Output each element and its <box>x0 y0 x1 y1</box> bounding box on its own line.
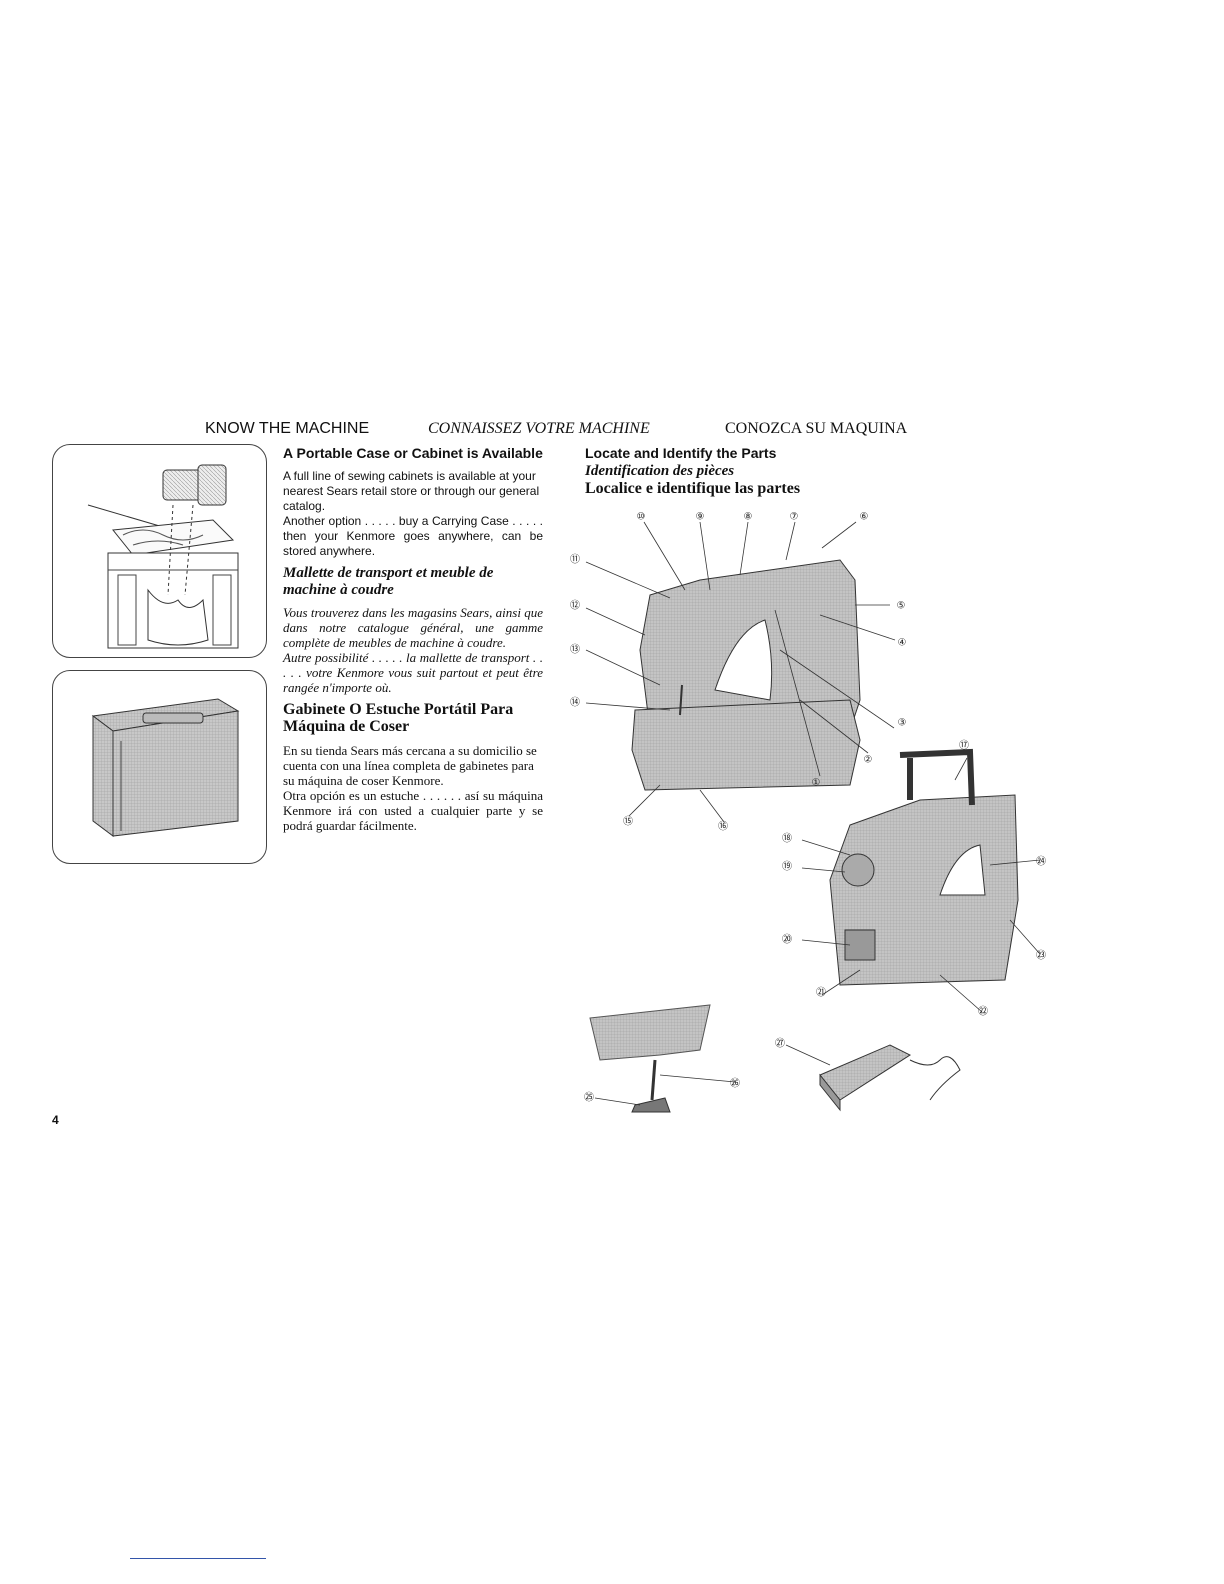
callout-26: ㉖ <box>730 1078 740 1090</box>
case-spanish-title: Gabinete O Estuche Portátil Para Máquina… <box>283 701 514 735</box>
callout-9: ⑨ <box>696 512 705 523</box>
part-callouts: ① ② ③ ④ ⑤ ⑥ ⑦ ⑧ ⑨ ⑩ ⑪ ⑫ ⑬ ⑭ ⑮ ⑯ ⑰ ⑱ ⑲ ⑳ … <box>570 512 1046 1104</box>
header-english: KNOW THE MACHINE <box>205 420 370 437</box>
callout-leader-lines <box>585 521 1041 1106</box>
callout-15: ⑮ <box>623 816 633 828</box>
callout-23: ㉓ <box>1036 950 1046 962</box>
callout-13: ⑬ <box>570 644 580 656</box>
header-french: CONNAISSEZ VOTRE MACHINE <box>428 420 650 437</box>
case-english-body-2: Another option . . . . . buy a Carrying … <box>283 514 543 558</box>
page-number: 4 <box>52 1113 59 1127</box>
callout-12: ⑫ <box>570 600 580 612</box>
callout-6: ⑥ <box>860 512 869 523</box>
callout-4: ④ <box>898 638 907 649</box>
callout-16: ⑯ <box>718 821 728 833</box>
carrying-case-illustration <box>91 698 240 837</box>
header-spanish: CONOZCA SU MAQUINA <box>725 420 908 437</box>
case-section: A Portable Case or Cabinet is Available … <box>283 445 543 834</box>
callout-2: ② <box>864 755 873 766</box>
case-french-body-1: Vous trouverez dans les magasins Sears, … <box>283 605 543 650</box>
callout-10: ⑩ <box>637 512 646 523</box>
callout-19: ⑲ <box>782 861 792 873</box>
callout-5: ⑤ <box>897 601 906 612</box>
foot-control-illustration <box>819 1044 961 1112</box>
callout-14: ⑭ <box>570 697 580 709</box>
parts-french-title: Identification des pièces <box>585 463 735 479</box>
callout-20: ⑳ <box>782 934 792 946</box>
callout-11: ⑪ <box>570 554 580 566</box>
case-french-title: Mallette de transport et meuble de machi… <box>283 565 494 598</box>
callout-25: ㉕ <box>584 1092 594 1104</box>
callout-18: ⑱ <box>782 833 792 845</box>
parts-english-title: Locate and Identify the Parts <box>585 445 777 461</box>
presser-foot-illustration <box>589 1004 711 1113</box>
bottom-rule <box>130 1558 266 1559</box>
sewing-cabinet-illustration <box>87 464 239 649</box>
callout-22: ㉒ <box>978 1006 988 1018</box>
callout-8: ⑧ <box>744 512 753 523</box>
callout-24: ㉔ <box>1036 856 1046 868</box>
parts-diagram: ① ② ③ ④ ⑤ ⑥ ⑦ ⑧ ⑨ ⑩ ⑪ ⑫ ⑬ ⑭ ⑮ ⑯ ⑰ ⑱ ⑲ ⑳ … <box>570 512 1046 1113</box>
case-english-title: A Portable Case or Cabinet is Available <box>283 445 543 461</box>
callout-3: ③ <box>898 718 907 729</box>
parts-spanish-title: Localice e identifique las partes <box>585 480 801 497</box>
callout-17: ⑰ <box>959 740 969 752</box>
machine-back-view <box>829 748 1019 986</box>
callout-1: ① <box>812 778 821 789</box>
cabinet-illustration-panel <box>52 444 267 658</box>
case-english-body-1: A full line of sewing cabinets is availa… <box>283 469 540 513</box>
case-spanish-body-1: En su tienda Sears más cercana a su domi… <box>283 743 537 788</box>
callout-27: ㉗ <box>775 1038 785 1050</box>
carrying-case-illustration-panel <box>52 670 267 864</box>
case-spanish-body-2: Otra opción es un estuche . . . . . . as… <box>283 788 543 833</box>
callout-21: ㉑ <box>816 987 826 999</box>
parts-section-titles: Locate and Identify the Parts Identifica… <box>585 445 905 498</box>
machine-front-view <box>631 559 861 791</box>
callout-7: ⑦ <box>790 512 799 523</box>
case-french-body-2: Autre possibilité . . . . . la mallette … <box>283 650 543 695</box>
